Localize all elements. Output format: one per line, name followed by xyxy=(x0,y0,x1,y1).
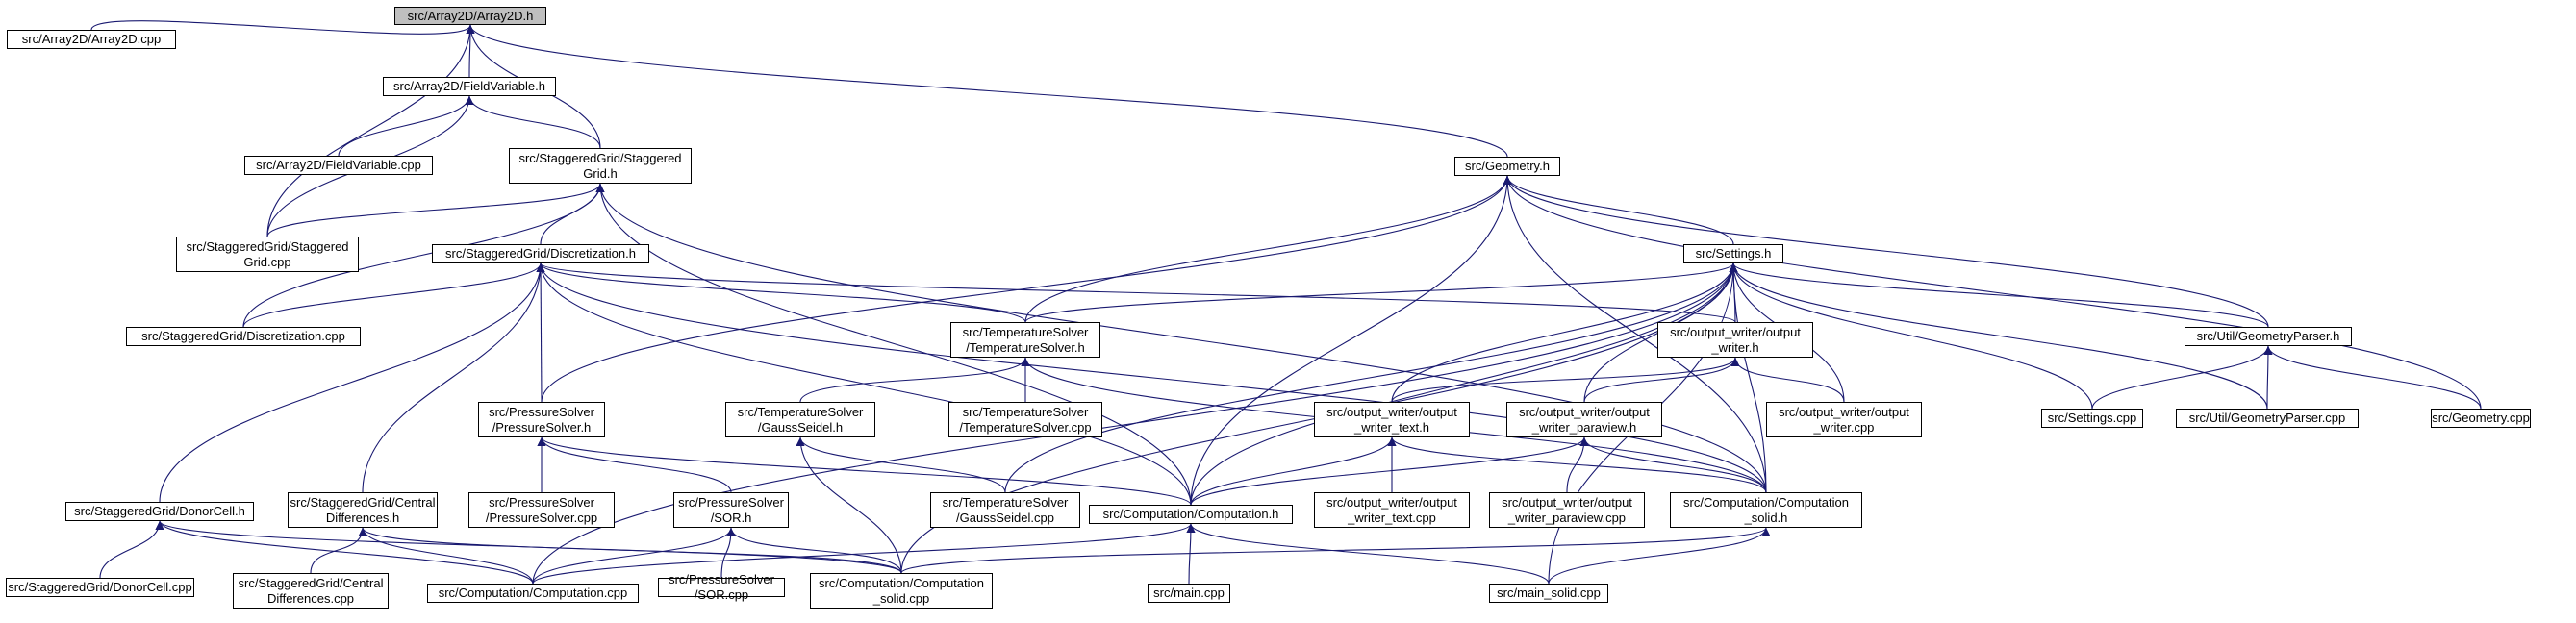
edge-main-solid-cpp-to-comps-h xyxy=(1548,527,1771,585)
node-owt-h[interactable]: src/output_writer/output _writer_text.h xyxy=(1314,402,1470,437)
node-array2d-h[interactable]: src/Array2D/Array2D.h xyxy=(394,7,546,25)
edge-comp-h-to-ps-h xyxy=(537,436,1192,506)
edge-owt-h-to-settings-h xyxy=(1391,262,1738,403)
edge-comp-h-to-disc-h xyxy=(536,262,1192,506)
node-sg-h[interactable]: src/StaggeredGrid/Staggered Grid.h xyxy=(509,148,692,184)
edge-ow-h-to-disc-h xyxy=(536,262,1736,323)
node-cd-cpp[interactable]: src/StaggeredGrid/Central Differences.cp… xyxy=(233,573,389,609)
edge-geom-cpp-to-gp-h xyxy=(2263,345,2482,410)
node-fieldvar-cpp[interactable]: src/Array2D/FieldVariable.cpp xyxy=(244,156,433,175)
edge-sg-h-to-fieldvar-h xyxy=(465,95,601,149)
edge-comps-h-to-disc-h xyxy=(536,262,1767,493)
node-comp-h[interactable]: src/Computation/Computation.h xyxy=(1089,505,1293,524)
edge-array2d-cpp-to-array2d-h xyxy=(90,20,475,35)
edge-ts-h-to-disc-h xyxy=(536,262,1026,323)
edge-comp-h-to-sg-h xyxy=(595,183,1192,506)
edge-sor-h-to-ps-h xyxy=(537,436,732,493)
node-sg-cpp[interactable]: src/StaggeredGrid/Staggered Grid.cpp xyxy=(176,237,359,272)
node-sor-h[interactable]: src/PressureSolver /SOR.h xyxy=(673,492,789,528)
node-disc-cpp[interactable]: src/StaggeredGrid/Discretization.cpp xyxy=(126,327,361,346)
edge-comp-h-to-owt-h xyxy=(1190,436,1397,506)
edge-geom-cpp-to-geom-h xyxy=(1503,175,2482,410)
node-ow-cpp[interactable]: src/output_writer/output _writer.cpp xyxy=(1766,402,1922,437)
node-settings-h[interactable]: src/Settings.h xyxy=(1683,244,1783,263)
node-owt-cpp[interactable]: src/output_writer/output _writer_text.cp… xyxy=(1314,492,1470,528)
node-ow-h[interactable]: src/output_writer/output _writer.h xyxy=(1657,322,1813,358)
node-donor-cpp[interactable]: src/StaggeredGrid/DonorCell.cpp xyxy=(6,578,194,597)
node-gp-h[interactable]: src/Util/GeometryParser.h xyxy=(2185,327,2352,346)
edge-disc-cpp-to-disc-h xyxy=(242,262,545,328)
edge-donor-h-to-disc-h xyxy=(159,262,545,503)
edge-donor-cpp-to-donor-h xyxy=(99,520,164,579)
edge-gp-h-to-geom-h xyxy=(1503,175,2269,328)
node-geom-h[interactable]: src/Geometry.h xyxy=(1454,157,1560,176)
edge-comps-h-to-sg-h xyxy=(595,183,1767,493)
node-sor-cpp[interactable]: src/PressureSolver /SOR.cpp xyxy=(658,572,785,602)
edge-comp-h-to-geom-h xyxy=(1190,175,1512,506)
edge-disc-cpp-to-sg-h xyxy=(242,183,605,328)
edge-sg-cpp-to-array2d-h xyxy=(266,24,475,237)
edge-comps-h-to-owt-h xyxy=(1387,436,1767,493)
node-ps-cpp[interactable]: src/PressureSolver /PressureSolver.cpp xyxy=(468,492,615,528)
node-tsgs-cpp[interactable]: src/TemperatureSolver /GaussSeidel.cpp xyxy=(930,492,1080,528)
edge-comps-h-to-settings-h xyxy=(1729,262,1767,493)
edge-comps-cpp-to-cd-h xyxy=(358,527,902,574)
edge-comp-cpp-to-cd-h xyxy=(358,527,534,585)
node-cd-h[interactable]: src/StaggeredGrid/Central Differences.h xyxy=(288,492,438,528)
node-main-solid-cpp[interactable]: src/main_solid.cpp xyxy=(1489,584,1608,603)
edge-comps-h-to-geom-h xyxy=(1503,175,1767,493)
node-owp-h[interactable]: src/output_writer/output _writer_paravie… xyxy=(1506,402,1662,437)
edge-settings-h-to-geom-h xyxy=(1503,175,1734,245)
edge-comp-cpp-to-comp-h xyxy=(532,523,1196,585)
edge-comps-cpp-to-comps-h xyxy=(900,527,1771,574)
edge-comps-cpp-to-sor-h xyxy=(726,527,902,574)
edge-geom-h-to-array2d-h xyxy=(466,24,1508,158)
edge-gp-h-to-settings-h xyxy=(1729,262,2269,328)
node-array2d-cpp[interactable]: src/Array2D/Array2D.cpp xyxy=(7,30,176,49)
edge-comps-h-to-owp-h xyxy=(1579,436,1767,493)
edge-cd-h-to-disc-h xyxy=(362,262,545,493)
node-main-cpp[interactable]: src/main.cpp xyxy=(1148,584,1230,603)
edge-sg-cpp-to-sg-h xyxy=(266,183,605,237)
edge-gp-cpp-to-settings-h xyxy=(1729,262,2268,410)
edge-main-solid-cpp-to-comp-h xyxy=(1186,523,1550,585)
node-comps-cpp[interactable]: src/Computation/Computation _solid.cpp xyxy=(810,573,993,609)
edge-gp-cpp-to-gp-h xyxy=(2263,345,2273,410)
node-ps-h[interactable]: src/PressureSolver /PressureSolver.h xyxy=(478,402,605,437)
edge-ps-h-to-disc-h xyxy=(536,262,545,403)
edge-comp-cpp-to-donor-h xyxy=(155,520,534,585)
edge-owt-h-to-ow-h xyxy=(1391,357,1740,403)
node-comps-h[interactable]: src/Computation/Computation _solid.h xyxy=(1670,492,1862,528)
node-geom-cpp[interactable]: src/Geometry.cpp xyxy=(2431,409,2531,428)
edge-comp-cpp-to-sor-h xyxy=(532,527,736,585)
edge-settings-cpp-to-settings-h xyxy=(1729,262,2093,410)
node-disc-h[interactable]: src/StaggeredGrid/Discretization.h xyxy=(432,244,649,263)
node-comp-cpp[interactable]: src/Computation/Computation.cpp xyxy=(427,584,639,603)
edge-ow-cpp-to-ow-h xyxy=(1730,357,1845,403)
edge-tsgs-cpp-to-settings-h xyxy=(1004,262,1738,493)
edge-ps-h-to-geom-h xyxy=(541,175,1512,403)
node-owp-cpp[interactable]: src/output_writer/output _writer_paravie… xyxy=(1489,492,1645,528)
node-gp-cpp[interactable]: src/Util/GeometryParser.cpp xyxy=(2176,409,2359,428)
node-ts-h[interactable]: src/TemperatureSolver /TemperatureSolver… xyxy=(950,322,1100,358)
edge-owp-h-to-ow-h xyxy=(1583,357,1740,403)
edge-tsgs-cpp-to-tsgs-h xyxy=(796,436,1006,493)
edge-comp-h-to-owp-h xyxy=(1190,436,1589,506)
edge-tsgs-h-to-ts-h xyxy=(799,357,1030,403)
node-fieldvar-h[interactable]: src/Array2D/FieldVariable.h xyxy=(383,77,556,96)
edge-comp-h-to-settings-h xyxy=(1190,262,1738,506)
node-settings-cpp[interactable]: src/Settings.cpp xyxy=(2041,409,2143,428)
edge-fieldvar-cpp-to-fieldvar-h xyxy=(338,95,474,157)
node-ts-cpp[interactable]: src/TemperatureSolver /TemperatureSolver… xyxy=(948,402,1102,437)
edge-ts-h-to-geom-h xyxy=(1024,175,1512,323)
edge-settings-cpp-to-gp-h xyxy=(2091,345,2273,410)
node-donor-h[interactable]: src/StaggeredGrid/DonorCell.h xyxy=(65,502,254,521)
node-tsgs-h[interactable]: src/TemperatureSolver /GaussSeidel.h xyxy=(725,402,875,437)
edge-ts-h-to-settings-h xyxy=(1024,262,1738,323)
edge-cd-cpp-to-cd-h xyxy=(310,527,367,574)
